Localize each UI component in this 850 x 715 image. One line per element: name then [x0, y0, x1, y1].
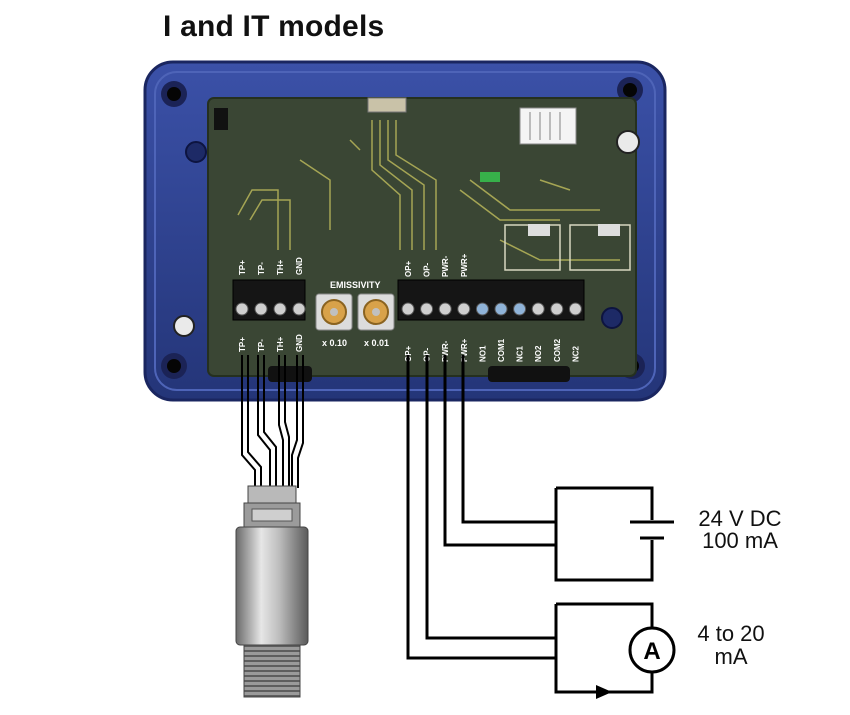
current-direction-arrow	[596, 685, 612, 699]
sensor-screw	[292, 302, 306, 316]
ammeter-symbol: A	[643, 638, 660, 665]
sensor-terminal-label-top: TP+	[238, 260, 247, 275]
current-range: 4 to 20	[697, 621, 765, 646]
output-terminal-label-bottom: COM1	[497, 338, 506, 362]
output-screw	[420, 302, 434, 316]
sensor-terminal-label-bottom: GND	[295, 334, 304, 352]
sensor-screw	[235, 302, 249, 316]
ammeter-icon	[628, 626, 676, 674]
battery-symbol	[630, 520, 674, 540]
output-terminal-label-bottom: OP+	[404, 345, 413, 362]
output-terminal-label-bottom: PWR-	[441, 340, 450, 362]
output-terminal-labels-bottom: OP+ OP- PWR- PWR+ NO1 COM1 NC1 NO2 COM2 NC2	[404, 338, 580, 362]
output-screw	[438, 302, 452, 316]
output-terminal-label-top: PWR+	[460, 253, 469, 277]
sensor-terminal-label-bottom: TH+	[276, 336, 285, 352]
output-wiring	[406, 355, 654, 694]
emissivity-label: EMISSIVITY	[330, 280, 381, 290]
power-current: 100 mA	[702, 528, 778, 553]
circuit-board	[173, 97, 640, 377]
output-screw	[513, 302, 527, 316]
output-terminal-label-bottom: NC1	[516, 345, 525, 362]
output-screw	[531, 302, 545, 316]
sensor-terminal-labels-top: TP+ TP- TH+ GND	[238, 257, 304, 275]
current-unit: mA	[714, 644, 748, 669]
output-terminal-label-top: OP+	[404, 260, 413, 277]
output-terminal-label-bottom: NO1	[478, 345, 487, 362]
sensor-terminal-label-top: TH+	[276, 259, 285, 275]
output-terminal-label-top: OP-	[423, 262, 432, 277]
sensor-terminal-label-top: TP-	[257, 262, 266, 275]
sensor-terminal-label-bottom: TP-	[257, 339, 266, 352]
output-screws	[401, 302, 582, 316]
output-screw	[475, 302, 489, 316]
infrared-sensor	[235, 485, 309, 698]
output-terminal-label-bottom: PWR+	[460, 338, 469, 362]
sensor-cable	[241, 355, 304, 488]
emissivity-dials	[315, 293, 395, 331]
output-terminal-label-bottom: OP-	[423, 347, 432, 362]
output-screw	[494, 302, 508, 316]
sensor-screw	[254, 302, 268, 316]
output-terminal-labels-top: OP+ OP- PWR- PWR+	[404, 253, 469, 277]
sensor-terminal-labels-bottom: TP+ TP- TH+ GND	[238, 334, 304, 352]
output-terminal-label-top: PWR-	[441, 255, 450, 277]
power-supply-label: 24 V DC 100 mA	[680, 508, 800, 552]
sensor-terminal-label-top: GND	[295, 257, 304, 275]
current-output-label: 4 to 20 mA	[686, 622, 776, 668]
diagram-title: I and IT models	[163, 10, 385, 43]
dial-label-x010: x 0.10	[322, 338, 347, 348]
power-voltage: 24 V DC	[698, 506, 782, 531]
output-terminal-label-bottom: COM2	[553, 338, 562, 362]
dial-label-x001: x 0.01	[364, 338, 389, 348]
output-terminal-label-bottom: NC2	[571, 345, 580, 362]
output-screw	[568, 302, 582, 316]
output-screw	[457, 302, 471, 316]
sensor-screws	[235, 302, 306, 316]
sensor-screw	[273, 302, 287, 316]
output-screw	[550, 302, 564, 316]
output-screw	[401, 302, 415, 316]
sensor-terminal-label-bottom: TP+	[238, 337, 247, 352]
output-terminal-label-bottom: NO2	[534, 345, 543, 362]
